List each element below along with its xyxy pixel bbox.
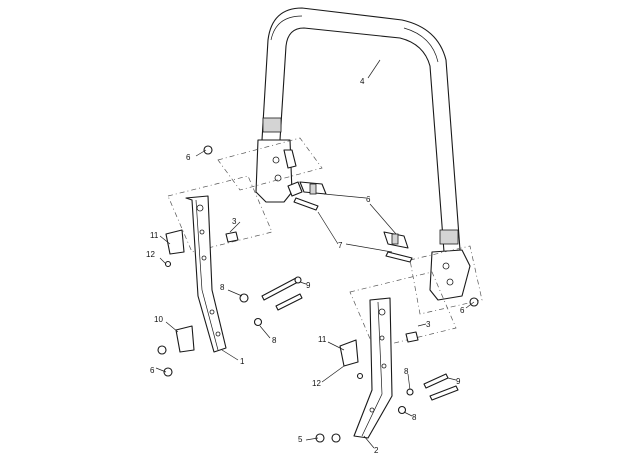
callout-11: 11 xyxy=(150,231,159,240)
callout-10: 10 xyxy=(154,315,163,324)
clip-11-right xyxy=(339,339,359,367)
callout-8: 8 xyxy=(272,336,277,345)
bushing-left xyxy=(287,181,303,197)
left-mount-bracket xyxy=(185,195,227,353)
alignment-frame-mid-right xyxy=(349,271,457,349)
callout-7: 7 xyxy=(338,241,343,250)
roll-bar-hoop xyxy=(255,7,471,301)
callout-8: 8 xyxy=(412,413,417,422)
alignment-frame-upper-left xyxy=(217,137,323,191)
leader-lines xyxy=(155,59,475,449)
right-mount-bracket xyxy=(353,297,393,439)
callout-12: 12 xyxy=(312,379,321,388)
callout-2: 2 xyxy=(374,446,379,455)
pin-right xyxy=(383,231,409,249)
alignment-frame-right xyxy=(409,245,483,315)
callout-6: 6 xyxy=(186,153,191,162)
bolt-7-left xyxy=(293,197,319,211)
callout-4: 4 xyxy=(360,77,365,86)
clip-10 xyxy=(175,325,195,353)
callout-3: 3 xyxy=(426,320,431,329)
clip-11-left xyxy=(165,229,185,255)
callout-1: 1 xyxy=(240,357,245,366)
callout-8: 8 xyxy=(404,367,409,376)
callout-6: 6 xyxy=(150,366,155,375)
callout-labels: 4 6 6 7 3 11 12 8 9 8 10 6 1 6 3 11 12 8… xyxy=(146,77,465,455)
callout-5: 6 xyxy=(366,195,371,204)
hardware-left xyxy=(157,145,303,377)
bolt-7-right xyxy=(385,251,413,263)
callout-6: 6 xyxy=(460,306,465,315)
callout-8: 8 xyxy=(220,283,225,292)
callout-12: 12 xyxy=(146,250,155,259)
callout-11: 11 xyxy=(318,335,327,344)
callout-3: 3 xyxy=(232,217,237,226)
callout-9: 9 xyxy=(456,377,461,386)
callout-9: 9 xyxy=(306,281,311,290)
callout-6: 5 xyxy=(298,435,303,444)
hardware-right xyxy=(315,297,479,443)
pin-left xyxy=(299,181,327,195)
